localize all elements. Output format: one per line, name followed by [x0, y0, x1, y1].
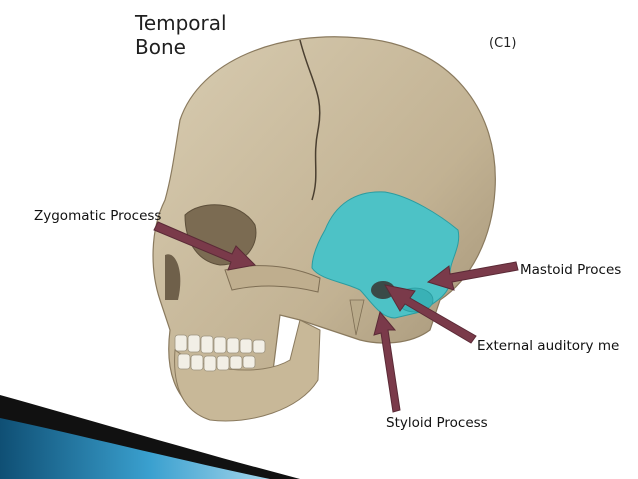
title-line-1: Temporal: [135, 11, 227, 35]
slide-reference: (C1): [489, 36, 517, 51]
arrows: [153, 221, 519, 413]
slide-title: Temporal Bone: [135, 11, 227, 59]
corner-band: [0, 410, 300, 479]
label-styloid-process: Styloid Process: [386, 415, 488, 431]
temporal-bone-highlight: [311, 191, 460, 319]
zygomatic-arrow: [153, 221, 257, 271]
title-line-2: Bone: [135, 35, 186, 59]
label-mastoid-process: Mastoid Proces: [520, 262, 622, 278]
label-zygomatic-process: Zygomatic Process: [34, 208, 162, 224]
styloid-shape: [349, 299, 365, 336]
label-external-auditory-meatus: External auditory me: [477, 338, 620, 354]
zygomatic-arch: [224, 265, 321, 293]
styloid-arrow: [373, 310, 401, 413]
coronal-suture: [299, 39, 321, 201]
nasal-cavity: [165, 254, 181, 300]
mastoid-arrow: [426, 261, 519, 291]
auditory-arrow: [384, 284, 477, 344]
teeth: [174, 334, 266, 372]
